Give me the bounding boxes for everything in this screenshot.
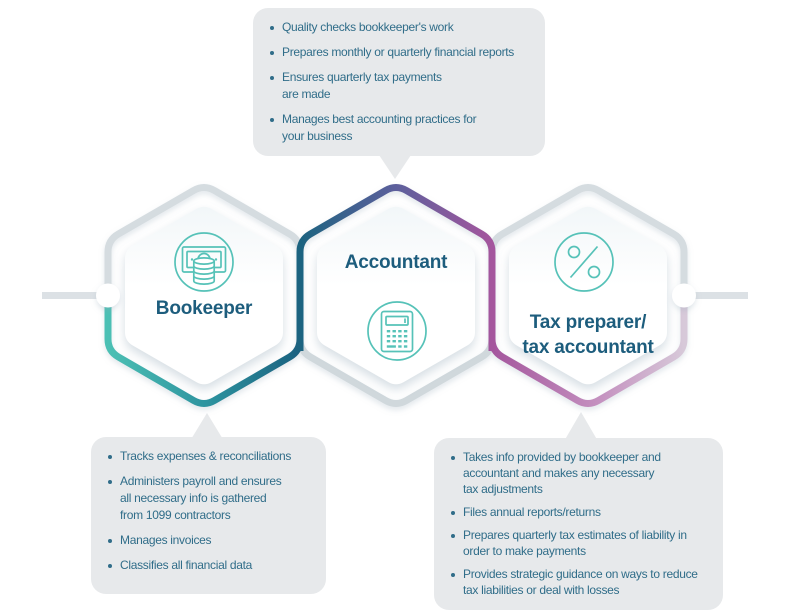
money-icon xyxy=(174,232,234,292)
calculator-icon xyxy=(367,301,427,361)
tax-callout: Takes info provided by bookkeeper and ac… xyxy=(434,438,723,610)
hexagon-tax-gray-edge xyxy=(488,184,688,296)
bullet-item: Tracks expenses & reconciliations xyxy=(107,448,316,465)
hexagon-ribbon xyxy=(104,184,688,407)
accountant-bullet-list: Quality checks bookkeeper's work Prepare… xyxy=(269,19,535,145)
tax-callout-tail xyxy=(563,412,599,443)
bullet-item: Provides strategic guidance on ways to r… xyxy=(450,566,713,598)
bullet-item: Administers payroll and ensures all nece… xyxy=(107,473,316,524)
connector-dot-right xyxy=(672,283,696,308)
inner-hexagon-tax xyxy=(509,206,667,385)
tax-label: Tax preparer/ tax accountant xyxy=(496,310,680,360)
percent-icon xyxy=(554,232,614,292)
inner-hexagon-bookkeeper xyxy=(125,206,283,385)
bullet-item: Prepares monthly or quarterly financial … xyxy=(269,44,535,61)
accountant-label: Accountant xyxy=(344,252,448,273)
bookkeeper-label: Bookeeper xyxy=(155,298,253,319)
bookkeeper-callout: Tracks expenses & reconciliations Admini… xyxy=(91,437,326,594)
tax-bullet-list: Takes info provided by bookkeeper and ac… xyxy=(450,449,713,598)
bullet-item: Manages invoices xyxy=(107,532,316,549)
inner-hexagon-accountant xyxy=(317,206,475,385)
connector-dot-left xyxy=(96,283,120,308)
bullet-item: Manages best accounting practices for yo… xyxy=(269,111,535,145)
bullet-item: Files annual reports/returns xyxy=(450,504,713,520)
bookkeeper-callout-tail xyxy=(190,413,224,441)
accountant-callout-tail xyxy=(377,152,413,179)
bullet-item: Classifies all financial data xyxy=(107,557,316,574)
left-connector-line xyxy=(42,292,112,299)
tax-label-line2: tax accountant xyxy=(522,337,654,358)
bullet-item: Takes info provided by bookkeeper and ac… xyxy=(450,449,713,497)
inner-hexagons xyxy=(125,206,667,385)
hexagon-accountant-purple-edge xyxy=(296,184,496,351)
hexagon-bookkeeper-gray-edge xyxy=(104,184,304,296)
right-connector-line xyxy=(680,292,748,299)
bullet-item: Quality checks bookkeeper's work xyxy=(269,19,535,36)
bookkeeper-bullet-list: Tracks expenses & reconciliations Admini… xyxy=(107,448,316,574)
bullet-item: Prepares quarterly tax estimates of liab… xyxy=(450,527,713,559)
bullet-item: Ensures quarterly tax payments are made xyxy=(269,69,535,103)
tax-label-line1: Tax preparer/ xyxy=(529,312,647,333)
accountant-callout: Quality checks bookkeeper's work Prepare… xyxy=(253,8,545,156)
